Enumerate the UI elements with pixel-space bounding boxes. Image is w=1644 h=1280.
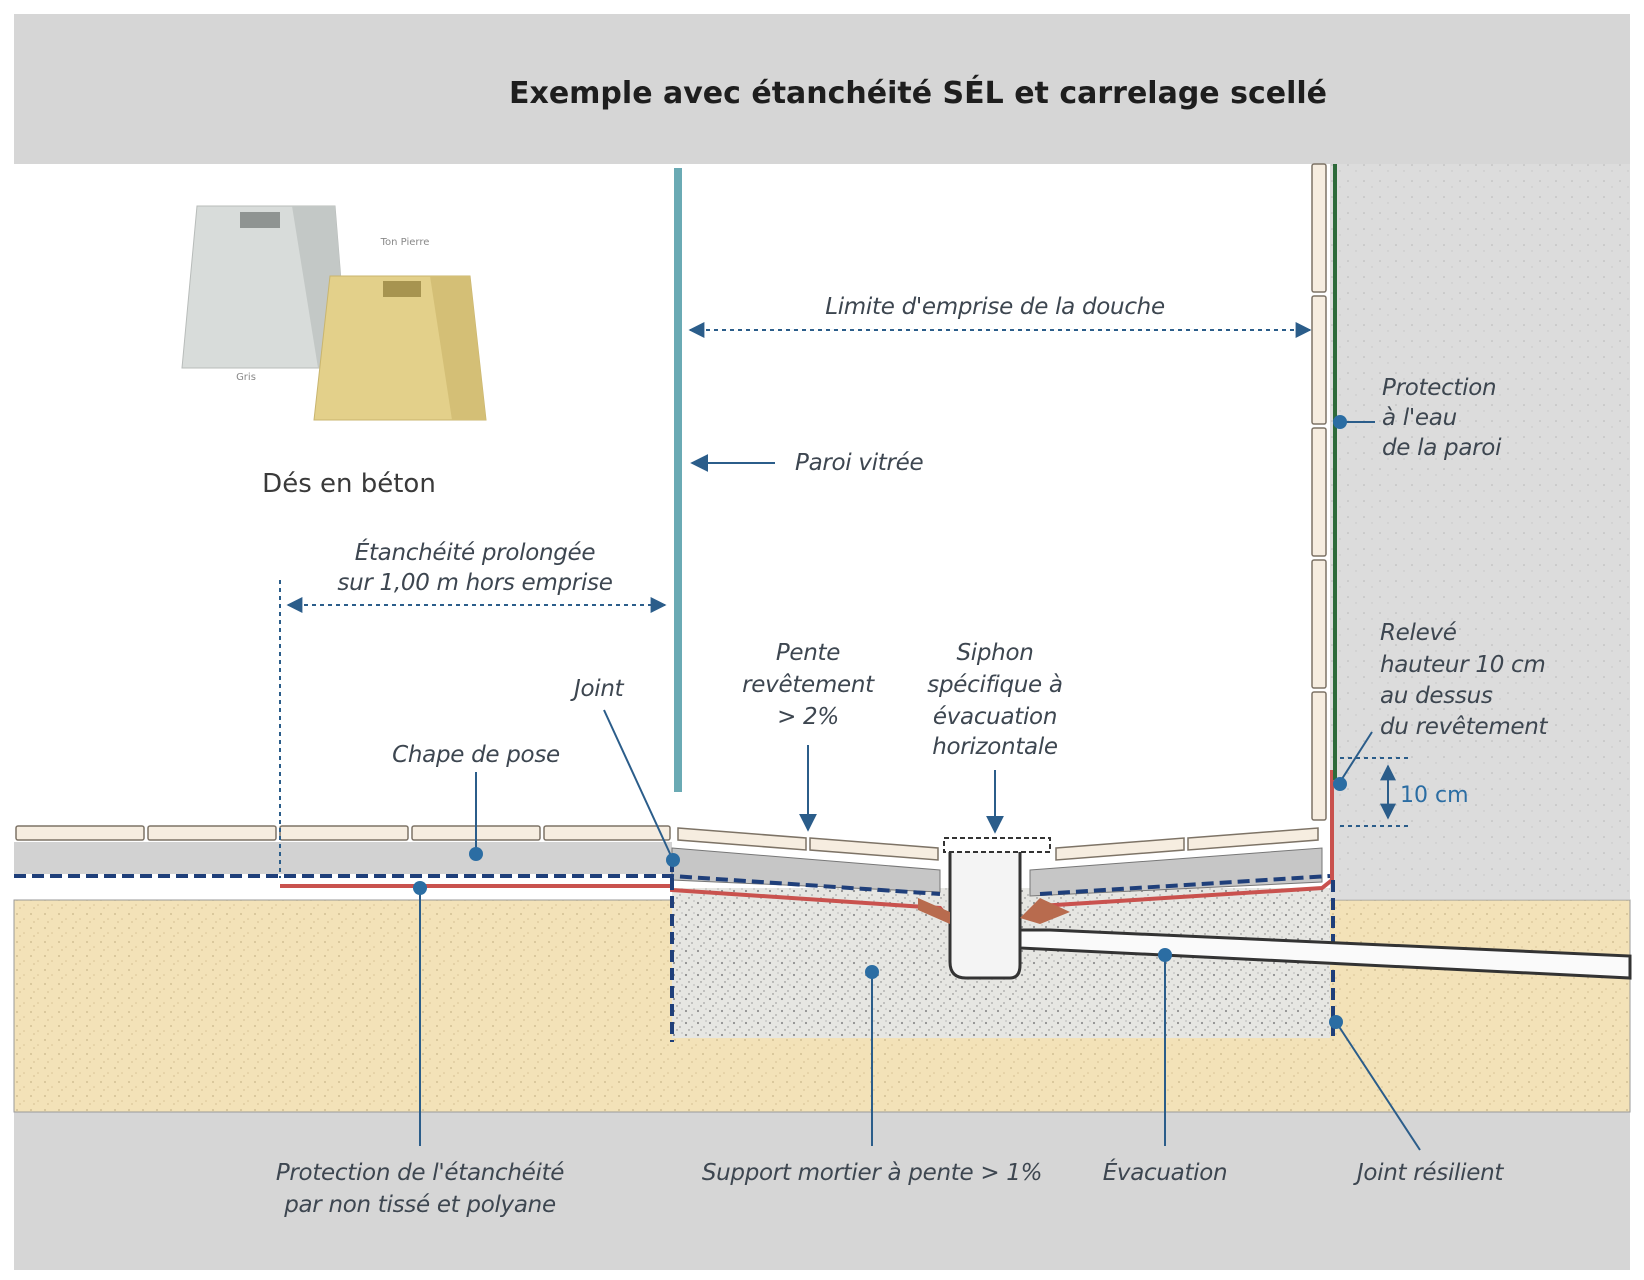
resilient-joint-leader bbox=[1335, 1021, 1421, 1151]
extended-waterproofing-label-2: sur 1,00 m hors emprise bbox=[337, 570, 612, 596]
wall bbox=[1330, 164, 1630, 899]
membrane-protection-line-right bbox=[1039, 874, 1331, 896]
laying-screed-shower-right bbox=[1029, 847, 1323, 897]
siphon-label-1: Siphon bbox=[956, 640, 1033, 666]
membrane-protection-dot bbox=[413, 881, 427, 895]
floor-tiles-shower bbox=[677, 827, 1319, 861]
membrane-protection-line bbox=[14, 874, 941, 896]
drain-pipe bbox=[1018, 928, 1632, 980]
mortar-support-label: Support mortier à pente > 1% bbox=[702, 1160, 1042, 1186]
joint-dot bbox=[666, 853, 680, 867]
siphon-label-4: horizontale bbox=[932, 734, 1058, 760]
mortar-support-dot bbox=[865, 965, 879, 979]
extended-waterproofing-label-1: Étanchéité prolongée bbox=[355, 538, 596, 566]
joint-leader bbox=[603, 709, 673, 859]
siphon-flange-right bbox=[1020, 898, 1070, 924]
siphon-flange-left bbox=[918, 898, 950, 924]
glass-wall-label: Paroi vitrée bbox=[795, 450, 924, 476]
resilient-joint-label: Joint résilient bbox=[1353, 1160, 1504, 1186]
header-band bbox=[14, 14, 1630, 164]
siphon-grate bbox=[943, 837, 1051, 853]
concrete-block-stone bbox=[313, 275, 487, 421]
shower-limit-label: Limite d'emprise de la douche bbox=[825, 294, 1165, 320]
footer-band bbox=[14, 1112, 1630, 1270]
floor-tiles-left bbox=[15, 825, 671, 841]
laying-screed-label: Chape de pose bbox=[392, 742, 560, 768]
membrane-protection-label-2: par non tissé et polyane bbox=[283, 1192, 556, 1218]
diagram-title: Exemple avec étanchéité SÉL et carrelage… bbox=[509, 75, 1327, 111]
upturn-dot bbox=[1333, 777, 1347, 791]
variant-label-grey: Gris bbox=[236, 372, 256, 383]
slope-label-1: Pente bbox=[776, 640, 840, 666]
slope-label-3: > 2% bbox=[777, 704, 839, 730]
upturn-label-4: du revêtement bbox=[1380, 714, 1549, 740]
joint-label: Joint bbox=[570, 676, 625, 702]
laying-screed-dot bbox=[469, 847, 483, 861]
drain-dot bbox=[1158, 948, 1172, 962]
wall-tiles bbox=[1311, 163, 1327, 821]
upturn-label-3: au dessus bbox=[1380, 683, 1493, 709]
product-caption: Dés en béton bbox=[262, 469, 436, 499]
resilient-joint-dot bbox=[1329, 1015, 1343, 1029]
slope-label-2: revêtement bbox=[742, 672, 875, 698]
upturn-label-2: hauteur 10 cm bbox=[1380, 652, 1546, 678]
wall-protection-label-2: à l'eau bbox=[1382, 405, 1457, 431]
siphon bbox=[948, 848, 1022, 980]
siphon-label-2: spécifique à bbox=[927, 672, 1062, 698]
upturn-label-1: Relevé bbox=[1380, 620, 1457, 646]
membrane-protection-label-1: Protection de l'étanchéité bbox=[276, 1160, 564, 1186]
wall-protection-label-3: de la paroi bbox=[1382, 435, 1502, 461]
siphon-label-3: évacuation bbox=[933, 704, 1057, 730]
wall-protection-label-1: Protection bbox=[1382, 375, 1496, 401]
variant-label-stone: Ton Pierre bbox=[380, 237, 430, 248]
upturn-height-label: 10 cm bbox=[1400, 783, 1469, 808]
laying-screed bbox=[14, 842, 672, 874]
wall-protection-dot bbox=[1333, 415, 1347, 429]
drain-label: Évacuation bbox=[1103, 1158, 1228, 1186]
